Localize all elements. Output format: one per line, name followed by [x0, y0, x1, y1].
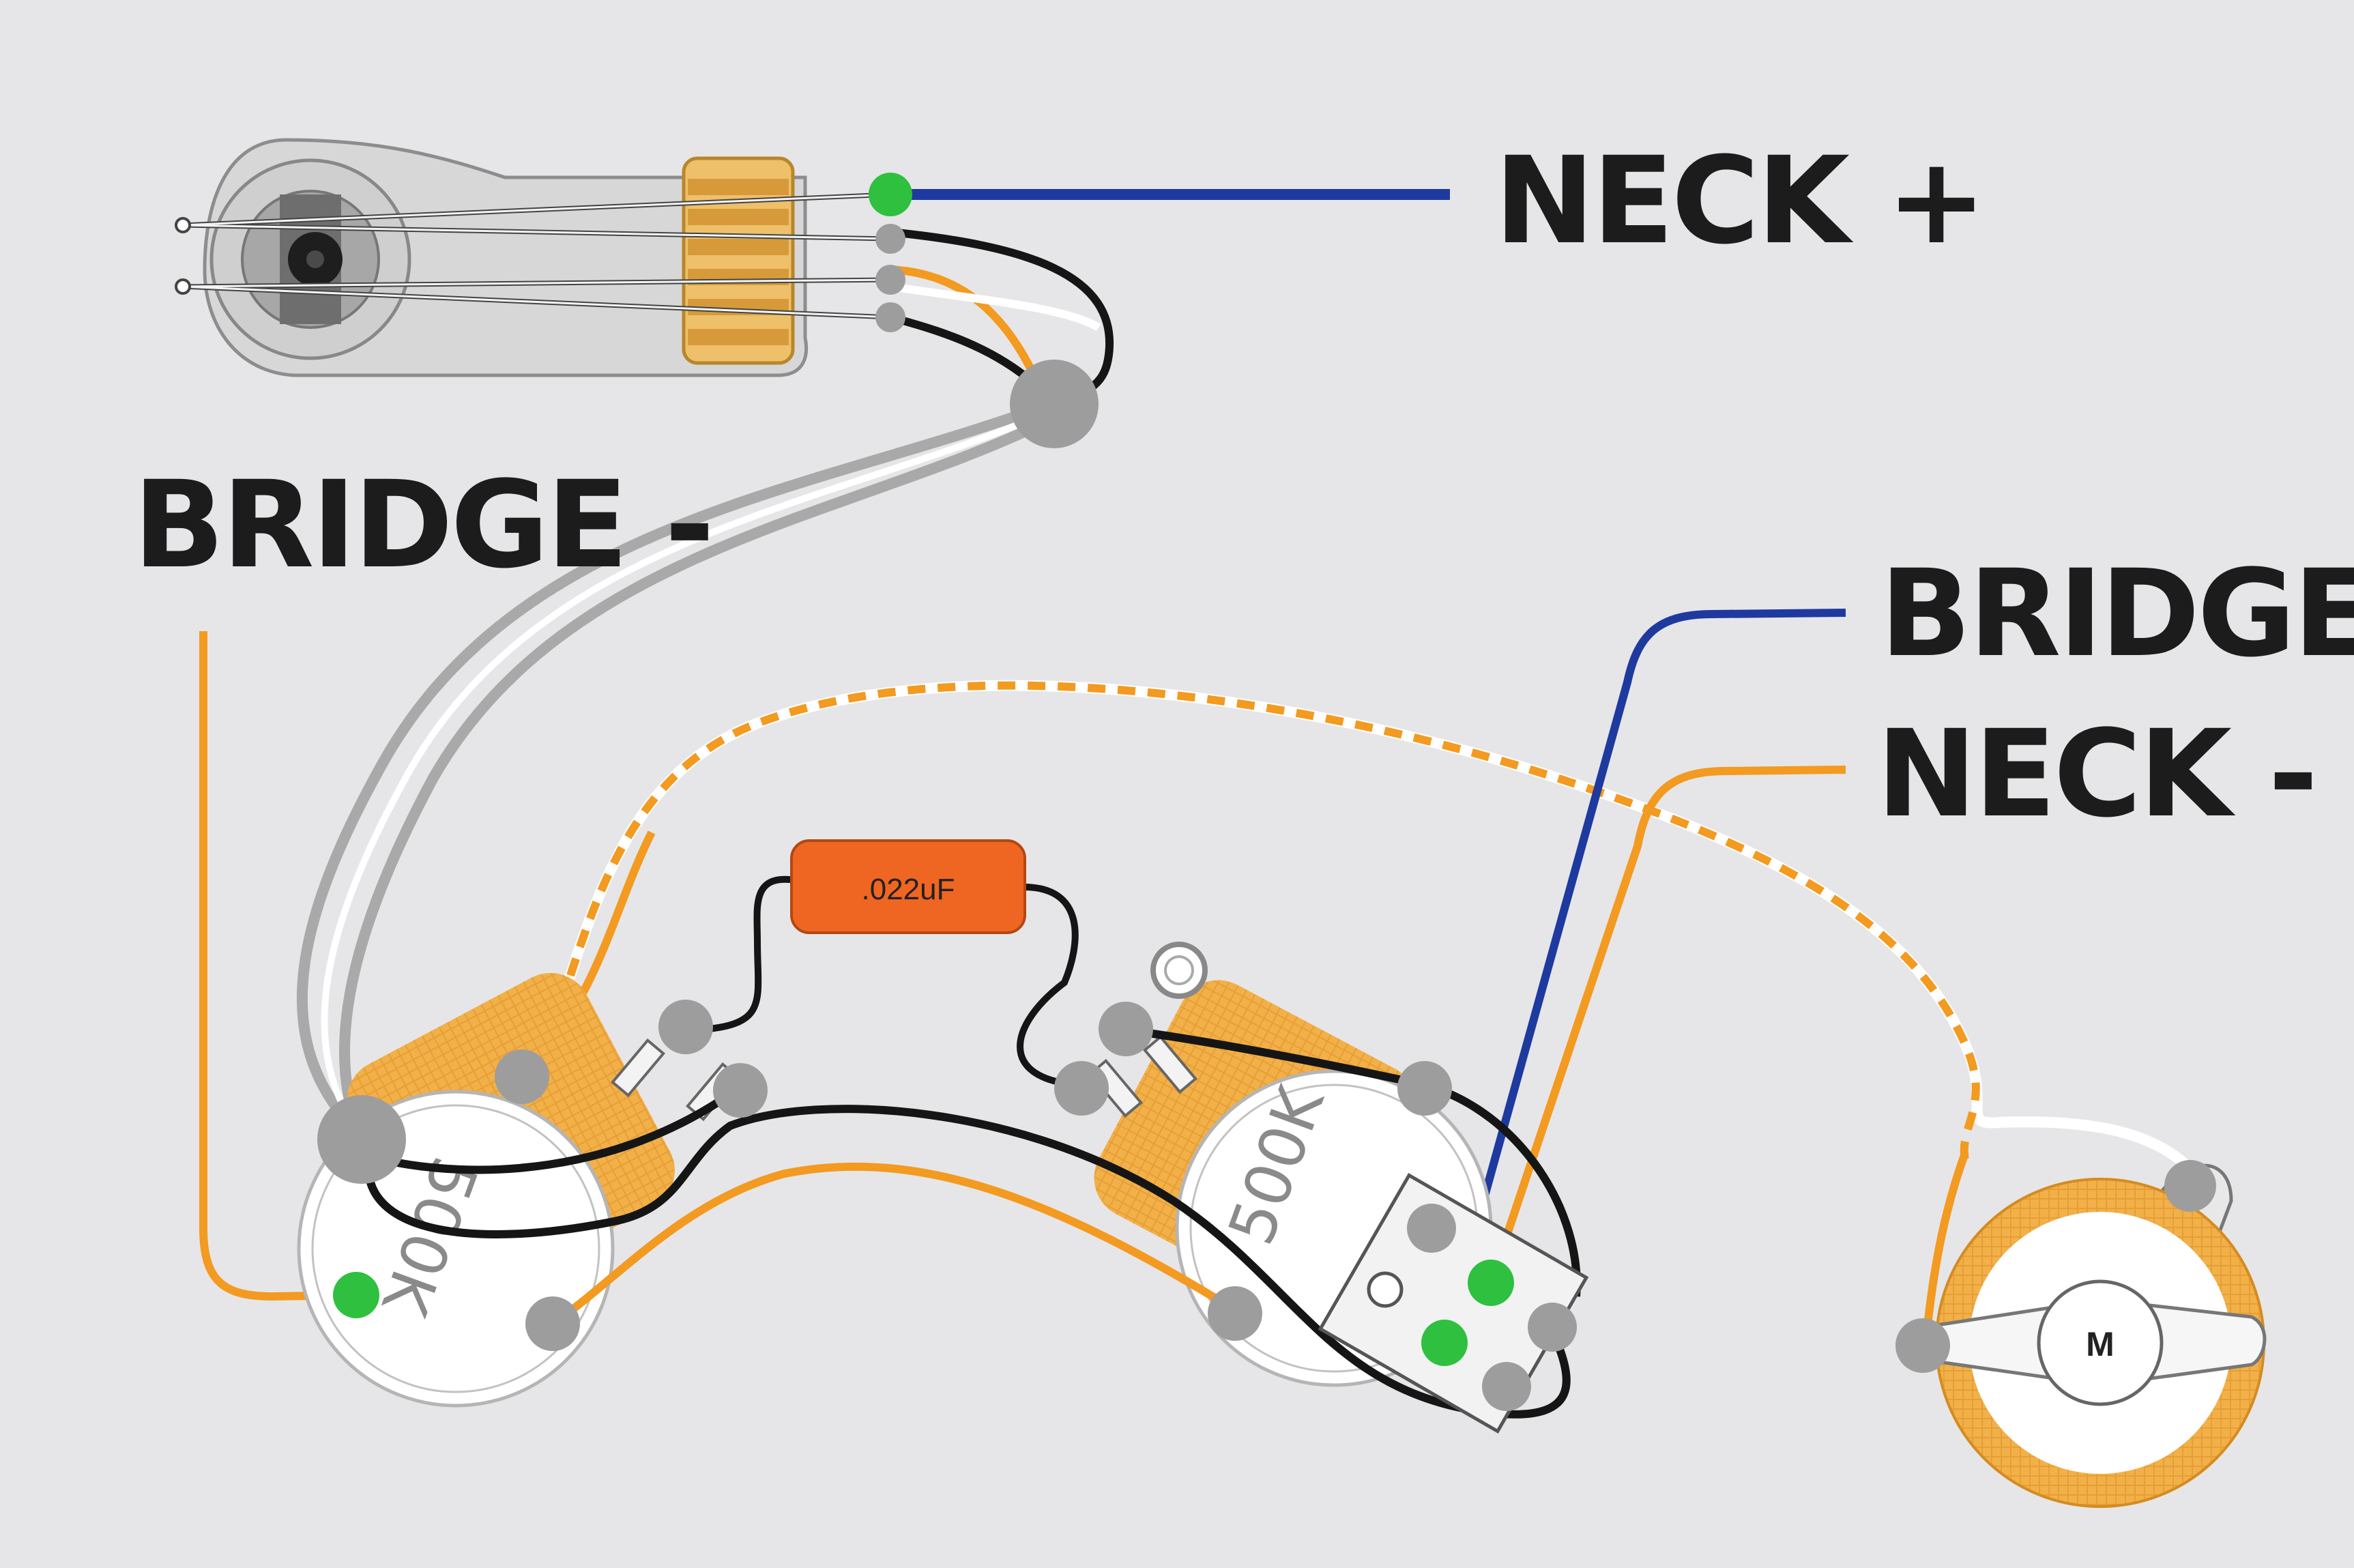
cable-junction — [1010, 360, 1099, 448]
solder-point — [1054, 1061, 1109, 1116]
solder-points — [317, 173, 2216, 1411]
capacitor: .022uF — [790, 839, 1026, 934]
wire-black-left-to-switch — [382, 1092, 731, 1174]
wire-twisted-orange — [538, 681, 1980, 1161]
solder-point — [1407, 1204, 1456, 1253]
solder-point-open-center — [1164, 955, 1194, 985]
label-bridge-minus: BRIDGE - — [133, 455, 712, 595]
pickup-coil-band — [688, 179, 789, 195]
solder-point-bridge-minus — [333, 1272, 379, 1318]
wire-bridge-plus-blue — [1440, 609, 1846, 1342]
wire-shield-gray-a — [296, 397, 1056, 1140]
solder-point — [1528, 1303, 1577, 1352]
solder-point-left-pot-ground — [317, 1095, 406, 1184]
label-neck-plus: NECK + — [1494, 131, 1984, 271]
solder-point — [713, 1063, 768, 1118]
capacitor-value: .022uF — [862, 873, 955, 906]
capacitor-lead-left — [688, 875, 796, 1034]
pickup-screw-center — [306, 250, 324, 268]
pickup-coil-band — [688, 329, 789, 345]
solder-point — [1482, 1362, 1531, 1411]
pickup-lead-end — [175, 217, 191, 233]
pickup-coil-band — [688, 209, 789, 225]
solder-point-neck-plus — [869, 173, 912, 216]
solder-point — [495, 1049, 549, 1104]
pickup-leads-inner — [182, 193, 891, 319]
label-neck-minus: NECK - — [1876, 704, 2315, 844]
capacitor-body — [790, 839, 1026, 934]
wire-shield-gray-c — [339, 412, 1057, 1141]
solder-point — [658, 1000, 713, 1054]
output-jack: M — [1908, 1163, 2267, 1508]
solder-point — [1208, 1286, 1262, 1341]
label-bridge-plus: BRIDGE + — [1880, 544, 2354, 684]
solder-point — [1099, 1002, 1153, 1056]
capacitor-lead-right — [1017, 884, 1079, 1088]
output-jack-center — [2037, 1279, 2164, 1406]
wire-orange-ground — [550, 1162, 1238, 1327]
wire-bridge-minus-orange — [199, 631, 357, 1301]
pickup-coil-band — [688, 239, 789, 255]
wire-pickup-white — [890, 282, 1101, 332]
solder-point — [875, 302, 905, 332]
switch-hole — [1367, 1271, 1404, 1308]
left-pot-inner-ring — [311, 1104, 600, 1393]
solder-point — [1397, 1061, 1452, 1116]
solder-point — [875, 265, 905, 295]
solder-point — [1895, 1318, 1950, 1373]
pickup-lead-end — [175, 278, 191, 295]
solder-point — [2164, 1160, 2216, 1212]
solder-point-bridge-plus — [1421, 1320, 1468, 1366]
solder-point — [875, 224, 905, 254]
solder-point-neck-minus — [1468, 1260, 1514, 1306]
solder-point — [525, 1296, 580, 1351]
neck-pickup — [175, 138, 891, 377]
wire-neck-minus-orange — [1487, 766, 1846, 1284]
output-jack-mark: M — [2086, 1325, 2115, 1363]
wire-shield-gray-b — [321, 406, 1056, 1138]
